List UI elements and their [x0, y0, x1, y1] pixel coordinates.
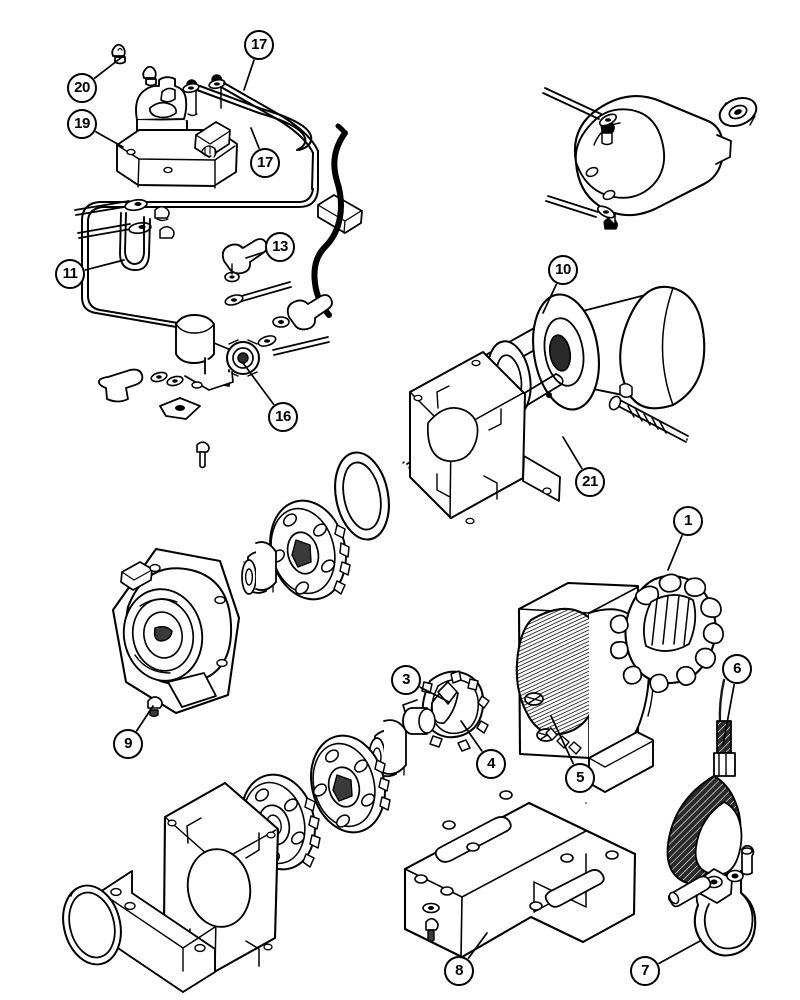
callout-19-solenoid-assembly[interactable]: 19	[67, 109, 97, 139]
callout-17-control-cable-lower[interactable]: 17	[250, 148, 280, 178]
mounting-base-plate-art	[403, 790, 637, 959]
callout-leader-line	[562, 436, 583, 470]
sun-gear-art	[241, 541, 277, 595]
callout-3-brake-cam-plate[interactable]: 3	[391, 665, 421, 695]
terminal-boot-2-art	[257, 294, 333, 356]
callout-9-housing-screw[interactable]: 9	[113, 729, 143, 759]
planetary-gear-upper-art	[241, 499, 351, 601]
insulated-cable-art	[221, 123, 363, 318]
drum-assembly-art	[334, 285, 706, 541]
callout-leader-line	[722, 683, 735, 746]
callout-11-battery-lead[interactable]: 11	[55, 259, 85, 289]
callout-leader-line	[419, 686, 450, 703]
armature-rotor-art	[609, 573, 724, 694]
callout-6-wire-rope-cable[interactable]: 6	[722, 654, 752, 684]
callout-20-terminal-nut[interactable]: 20	[67, 73, 97, 103]
callout-leader-line	[667, 534, 683, 571]
callout-leader-line	[84, 259, 125, 271]
cable-hook-art	[666, 678, 757, 957]
callout-leader-line	[460, 720, 483, 752]
callout-1-armature-rotor[interactable]: 1	[673, 506, 703, 536]
callout-13-terminal-boot[interactable]: 13	[265, 232, 295, 262]
callout-leader-line	[242, 362, 275, 405]
callout-leader-line	[95, 130, 124, 148]
circuit-breaker-art	[97, 314, 260, 469]
callout-leader-line	[658, 940, 701, 965]
control-cable-art	[81, 82, 319, 340]
callout-leader-line	[550, 715, 575, 765]
callout-7-clevis-hook[interactable]: 7	[630, 956, 660, 986]
brake-cam-art	[402, 670, 490, 752]
callout-leader-line	[245, 251, 266, 259]
callout-leader-line	[250, 127, 260, 149]
callout-leader-line	[243, 59, 255, 91]
callout-4-brake-spacer[interactable]: 4	[476, 749, 506, 779]
solenoid-assembly-art	[111, 43, 238, 189]
assembled-motor-art	[542, 87, 758, 230]
callout-16-circuit-breaker[interactable]: 16	[268, 402, 298, 432]
callout-8-mounting-base-plate[interactable]: 8	[444, 956, 474, 986]
callout-leader-line	[542, 283, 558, 314]
callout-leader-line	[467, 932, 488, 959]
callout-17-control-cable-upper[interactable]: 17	[244, 30, 274, 60]
callout-21-drum-flange[interactable]: 21	[575, 467, 605, 497]
callout-leader-line	[135, 705, 154, 732]
gear-housing-art	[111, 547, 241, 718]
callout-10-tie-rod[interactable]: 10	[548, 255, 578, 285]
battery-lead-art	[74, 198, 175, 271]
callout-leader-line	[93, 56, 123, 80]
end-plate-art	[62, 781, 280, 993]
callout-5-screw-and-washer[interactable]: 5	[565, 763, 595, 793]
